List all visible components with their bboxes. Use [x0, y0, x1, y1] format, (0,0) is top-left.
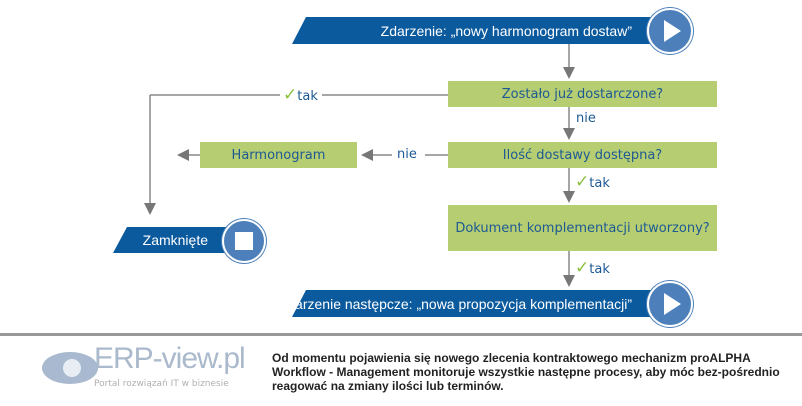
divider	[0, 333, 802, 336]
yes-text: tak	[297, 89, 318, 104]
decision-label: Dokument komplementacji utworzony?	[455, 220, 710, 236]
yes-text: tak	[589, 176, 610, 191]
start-event-banner: Zdarzenie: „nowy harmonogram dostaw”	[292, 17, 662, 44]
decision-quantity: Ilość dostawy dostępna?	[448, 142, 717, 168]
end-event-banner: Zdarzenie następcze: „nowa propozycja ko…	[292, 290, 662, 317]
check-icon: ✓	[575, 258, 590, 278]
erp-view-logo: ERP-view.pl Portal rozwiązań IT w biznes…	[40, 343, 265, 398]
connector-lines	[144, 44, 575, 287]
end-event-label: Zdarzenie następcze: „nowa propozycja ko…	[278, 295, 632, 312]
decision-document: Dokument komplementacji utworzony?	[448, 205, 717, 251]
yes-label: ✓tak	[283, 85, 318, 105]
logo-tagline: Portal rozwiązań IT w biznesie	[94, 379, 229, 389]
decision-label: Zostało już dostarczone?	[501, 86, 664, 102]
logo-text: ERP-view.pl	[94, 342, 246, 375]
decision-label: Ilość dostawy dostępna?	[502, 147, 663, 163]
play-icon	[647, 8, 693, 54]
schedule-label: Harmonogram	[231, 147, 326, 163]
closed-banner: Zamknięte	[113, 227, 238, 253]
check-icon: ✓	[283, 85, 298, 105]
no-label: nie	[576, 111, 596, 126]
caption: Od momentu pojawienia się nowego zleceni…	[272, 351, 780, 393]
stop-icon	[222, 219, 266, 263]
closed-label: Zamknięte	[142, 232, 208, 248]
decision-delivered: Zostało już dostarczone?	[448, 81, 717, 107]
yes-text: tak	[589, 262, 610, 277]
schedule-box: Harmonogram	[200, 142, 357, 168]
start-event-label: Zdarzenie: „nowy harmonogram dostaw”	[380, 22, 632, 39]
yes-label: ✓tak	[575, 258, 610, 278]
yes-label: ✓tak	[575, 172, 610, 192]
no-label: nie	[397, 147, 417, 162]
check-icon: ✓	[575, 172, 590, 192]
eye-logo-icon	[42, 352, 98, 384]
play-icon	[647, 281, 693, 327]
